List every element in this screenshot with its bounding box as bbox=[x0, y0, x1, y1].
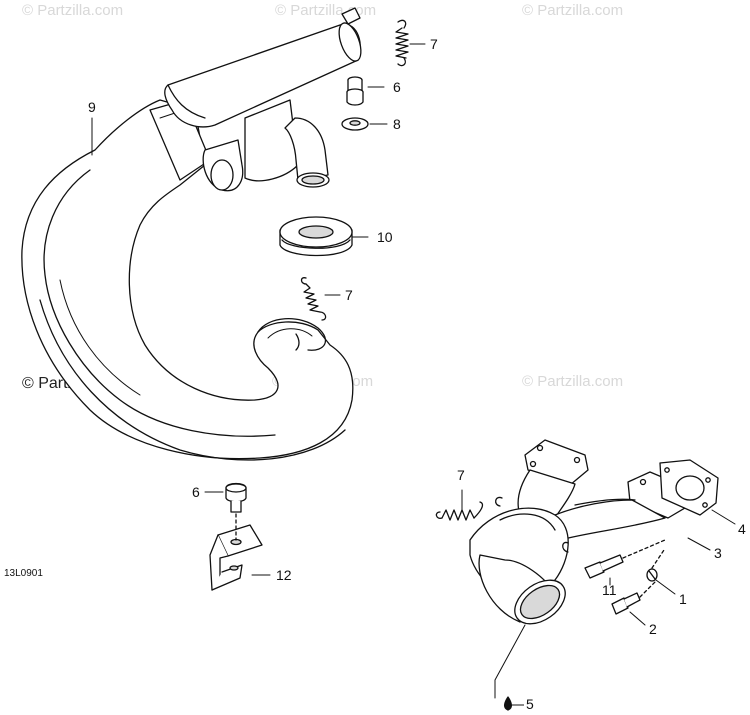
part-6-grommet-lower bbox=[225, 482, 247, 513]
watermark: © Partzilla.com bbox=[22, 2, 124, 19]
part-9-muffler bbox=[21, 7, 362, 461]
diagram-code: 13L0901 bbox=[4, 568, 43, 579]
callout-1: 1 bbox=[679, 591, 687, 607]
watermark: © Partzilla.com bbox=[522, 373, 624, 390]
callout-6: 6 bbox=[192, 484, 200, 500]
callout-8: 8 bbox=[393, 116, 401, 132]
part-12-bracket bbox=[209, 513, 263, 591]
part-5-exhaust-manifold bbox=[469, 439, 691, 625]
callout-5-dash bbox=[512, 704, 524, 706]
part-6-grommet-top bbox=[346, 76, 364, 106]
callout-5: 5 bbox=[526, 696, 534, 712]
callout-12: 12 bbox=[276, 567, 292, 583]
callout-9: 9 bbox=[88, 99, 96, 115]
watermark: © Partzilla.com bbox=[522, 2, 624, 19]
leader-lines bbox=[91, 43, 736, 699]
part-7-spring-top bbox=[395, 19, 409, 67]
callout-10: 10 bbox=[377, 229, 393, 245]
part-4-gasket bbox=[659, 459, 719, 516]
part-2-bolt bbox=[611, 581, 656, 615]
part-7-spring-middle bbox=[300, 277, 327, 321]
part-11-bolt bbox=[584, 539, 666, 579]
callout-2: 2 bbox=[649, 621, 657, 637]
callout-3: 3 bbox=[714, 545, 722, 561]
part-8-washer bbox=[341, 117, 369, 131]
callout-7: 7 bbox=[345, 287, 353, 303]
oil-drop-icon bbox=[503, 696, 513, 711]
part-10-seal-ring bbox=[279, 216, 353, 257]
callout-4: 4 bbox=[738, 521, 746, 537]
part-1-lock-washer bbox=[646, 549, 665, 582]
part-7-spring-lower bbox=[435, 501, 484, 521]
callout-7: 7 bbox=[457, 467, 465, 483]
callout-7: 7 bbox=[430, 36, 438, 52]
callout-6: 6 bbox=[393, 79, 401, 95]
callout-11: 11 bbox=[602, 582, 617, 598]
